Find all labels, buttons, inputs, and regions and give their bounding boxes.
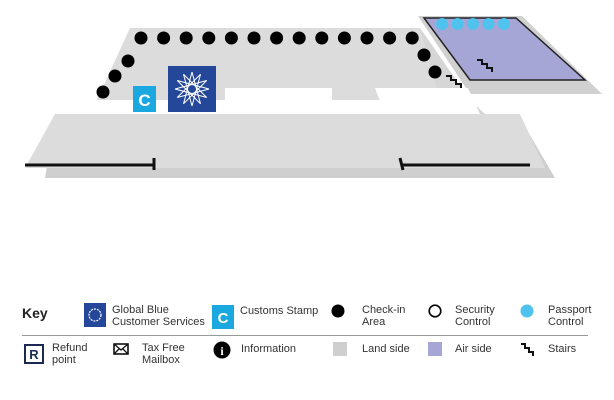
checkin-dot: [383, 31, 397, 45]
global-blue-icon: [84, 303, 106, 327]
checkin-dot: [270, 31, 284, 45]
checkin-dot: [417, 48, 431, 62]
checkin-dot: [157, 31, 171, 45]
svg-text:i: i: [220, 344, 224, 358]
global-blue-star-icon: [174, 71, 210, 107]
stairs-legend-icon: [521, 343, 534, 356]
passport-dot: [498, 18, 510, 30]
floor-map: C: [25, 16, 602, 178]
void-left: [225, 88, 332, 114]
legend-information: Information: [241, 343, 297, 355]
checkin-dot: [405, 31, 419, 45]
landside-lower: [25, 114, 545, 168]
svg-text:C: C: [218, 310, 229, 327]
checkin-dot: [315, 31, 329, 45]
passport-dot: [436, 18, 448, 30]
passport-control-icon: [520, 304, 534, 318]
global-blue-marker[interactable]: [168, 66, 216, 112]
checkin-dot: [337, 31, 351, 45]
checkin-dot: [96, 85, 110, 99]
airside-area: [422, 17, 587, 81]
mailbox-icon: [113, 343, 129, 355]
checkin-dot: [360, 31, 374, 45]
wall-right: [398, 157, 530, 171]
checkin-dot: [224, 31, 238, 45]
checkin-dot: [179, 31, 193, 45]
refund-point-icon: R: [24, 344, 44, 364]
stairs-icon: [446, 75, 462, 88]
svg-text:R: R: [29, 347, 39, 362]
security-control-icon: [428, 304, 442, 318]
passport-dots: [436, 18, 510, 30]
legend-airside: Air side: [455, 343, 492, 355]
checkin-dot: [292, 31, 306, 45]
checkin-icon: [331, 304, 345, 318]
legend-stairs: Stairs: [548, 343, 577, 355]
checkin-dots: [96, 31, 442, 99]
svg-text:C: C: [138, 91, 150, 110]
wall-left: [25, 158, 156, 170]
information-icon: i: [213, 341, 231, 359]
stairs-icon: [477, 59, 493, 72]
checkin-dot: [108, 69, 122, 83]
passport-dot: [467, 18, 479, 30]
passport-dot: [451, 18, 464, 30]
void-right: [375, 88, 480, 114]
checkin-dot: [247, 31, 261, 45]
legend-customs-stamp: Customs Stamp: [240, 305, 319, 317]
customs-stamp-marker[interactable]: C: [133, 86, 156, 112]
customs-stamp-icon: C: [212, 305, 234, 329]
legend-divider: [22, 335, 588, 336]
checkin-dot: [202, 31, 216, 45]
legend-title: Key: [22, 305, 48, 321]
checkin-dot: [428, 65, 442, 79]
airside-swatch: [428, 342, 442, 356]
checkin-dot: [134, 31, 148, 45]
checkin-dot: [121, 54, 135, 68]
passport-dot: [482, 18, 495, 30]
legend-landside: Land side: [362, 343, 410, 355]
landside-swatch: [333, 342, 347, 356]
